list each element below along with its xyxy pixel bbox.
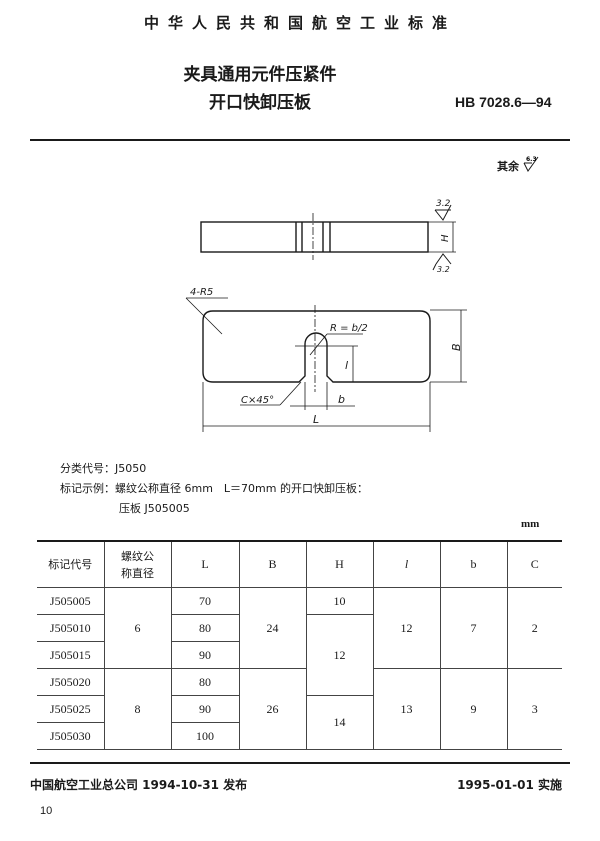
- slot-width-label: b: [338, 393, 345, 406]
- header-thread-diameter: 螺纹公称直径: [103, 540, 172, 588]
- cell-l: 13: [372, 668, 441, 750]
- header-l: l: [372, 540, 441, 588]
- header-C: C: [506, 540, 562, 588]
- cell-L: 70: [170, 587, 240, 615]
- top-rule: [30, 139, 570, 141]
- width-label: B: [450, 343, 463, 351]
- technical-drawing: 3.2 3.2 H 4-R5 R = b/2 C×45° b L l B: [185, 199, 467, 432]
- slot-radius-label: R = b/2: [330, 323, 368, 334]
- classification-code: 分类代号：J5050: [60, 462, 147, 475]
- marking-example-code: 压板 J505005: [119, 502, 190, 515]
- header-L: L: [170, 540, 240, 588]
- doc-title-line1: 夹具通用元件压紧件: [183, 65, 337, 85]
- cell-thread-diameter: 8: [103, 668, 172, 750]
- cell-b: 9: [439, 668, 508, 750]
- issue-date: 中国航空工业总公司 1994-10-31 发布: [30, 778, 248, 792]
- roughness-note-label: 其余: [497, 160, 519, 173]
- cell-H: 10: [305, 587, 374, 615]
- cell-code: J505005: [37, 587, 105, 615]
- header-code: 标记代号: [37, 540, 105, 588]
- cell-B: 26: [238, 668, 307, 750]
- cell-code: J505025: [37, 695, 105, 723]
- cell-L: 100: [170, 722, 239, 750]
- bottom-rule: [30, 762, 570, 764]
- cell-code: J505010: [37, 614, 105, 642]
- cell-L: 80: [170, 668, 240, 696]
- cell-l: 12: [372, 587, 441, 669]
- table-row: J505015 90: [37, 641, 562, 669]
- bottom-roughness-value: 3.2: [437, 265, 450, 274]
- cell-thread-diameter: 6: [103, 587, 172, 669]
- table-row: J505005 6 70 24 10 12 7 2: [37, 587, 562, 669]
- standard-number: HB 7028.6—94: [455, 94, 552, 110]
- cell-C: 2: [506, 587, 562, 669]
- svg-text:6.3: 6.3: [526, 156, 537, 163]
- cell-code: J505015: [37, 641, 105, 669]
- height-label: H: [440, 234, 451, 242]
- marking-example-text: 螺纹公称直径 6mm L＝70mm 的开口快卸压板：: [115, 482, 368, 495]
- header-H: H: [305, 540, 374, 588]
- table-row: J505020 8 80 26 13 9 3: [37, 668, 562, 750]
- cell-L: 90: [170, 641, 239, 669]
- effective-date: 1995-01-01 实施: [457, 778, 562, 792]
- marking-example: 标记示例：螺纹公称直径 6mm L＝70mm 的开口快卸压板：: [60, 480, 368, 496]
- roughness-symbol-icon: 6.3: [523, 156, 541, 175]
- roughness-note: 其余 6.3: [497, 156, 541, 175]
- cell-code: J505030: [37, 722, 105, 750]
- table-row: J505025 90 14: [37, 695, 562, 750]
- top-roughness-value: 3.2: [436, 199, 451, 209]
- standard-title: 中华人民共和国航空工业标准: [143, 14, 456, 32]
- corner-radius-label: 4-R5: [190, 287, 213, 298]
- plan-view: [185, 297, 467, 432]
- dimension-table: 标记代号 螺纹公称直径 L B H l b C J505005 6 70 24 …: [37, 540, 562, 750]
- chamfer-label: C×45°: [241, 395, 274, 406]
- cell-b: 7: [439, 587, 508, 669]
- header-B: B: [238, 540, 307, 588]
- header-b: b: [439, 540, 508, 588]
- page-number: 10: [40, 805, 53, 817]
- table-row: J505030 100: [37, 722, 562, 750]
- cell-B: 24: [238, 587, 307, 669]
- marking-example-label: 标记示例：: [60, 482, 115, 495]
- cell-L: 90: [170, 695, 240, 723]
- table-header-row: 标记代号 螺纹公称直径 L B H l b C: [37, 540, 562, 588]
- side-view: [200, 204, 456, 271]
- cell-C: 3: [506, 668, 562, 750]
- length-label: L: [313, 413, 319, 426]
- doc-title-line2: 开口快卸压板: [209, 93, 311, 113]
- slot-length-label: l: [345, 359, 348, 372]
- unit-label: mm: [521, 518, 540, 530]
- cell-H: 12: [305, 614, 373, 696]
- cell-L: 80: [170, 614, 240, 642]
- cell-code: J505020: [37, 668, 105, 696]
- cell-H: 14: [305, 695, 373, 750]
